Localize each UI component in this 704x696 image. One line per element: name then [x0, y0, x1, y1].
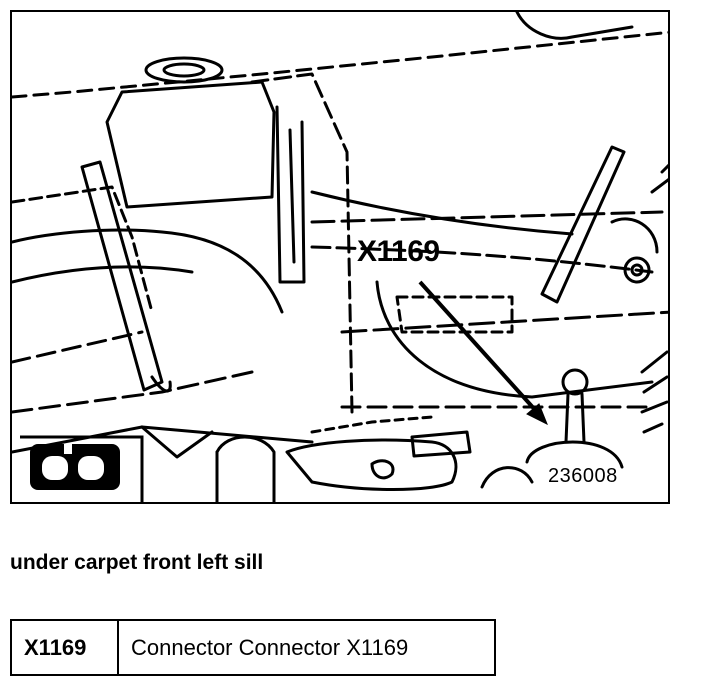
car-interior-line-drawing [12, 12, 668, 502]
connector-description-cell: Connector Connector X1169 [117, 619, 496, 676]
callout-label: X1169 [357, 235, 440, 268]
figure-number: 236008 [548, 465, 618, 487]
connector-table: X1169 Connector Connector X1169 [10, 619, 496, 676]
location-caption: under carpet front left sill [10, 551, 264, 574]
table-row: X1169 Connector Connector X1169 [10, 619, 496, 676]
connector-code-cell: X1169 [10, 619, 119, 676]
connector-location-illustration: X1169 236008 [10, 10, 670, 504]
